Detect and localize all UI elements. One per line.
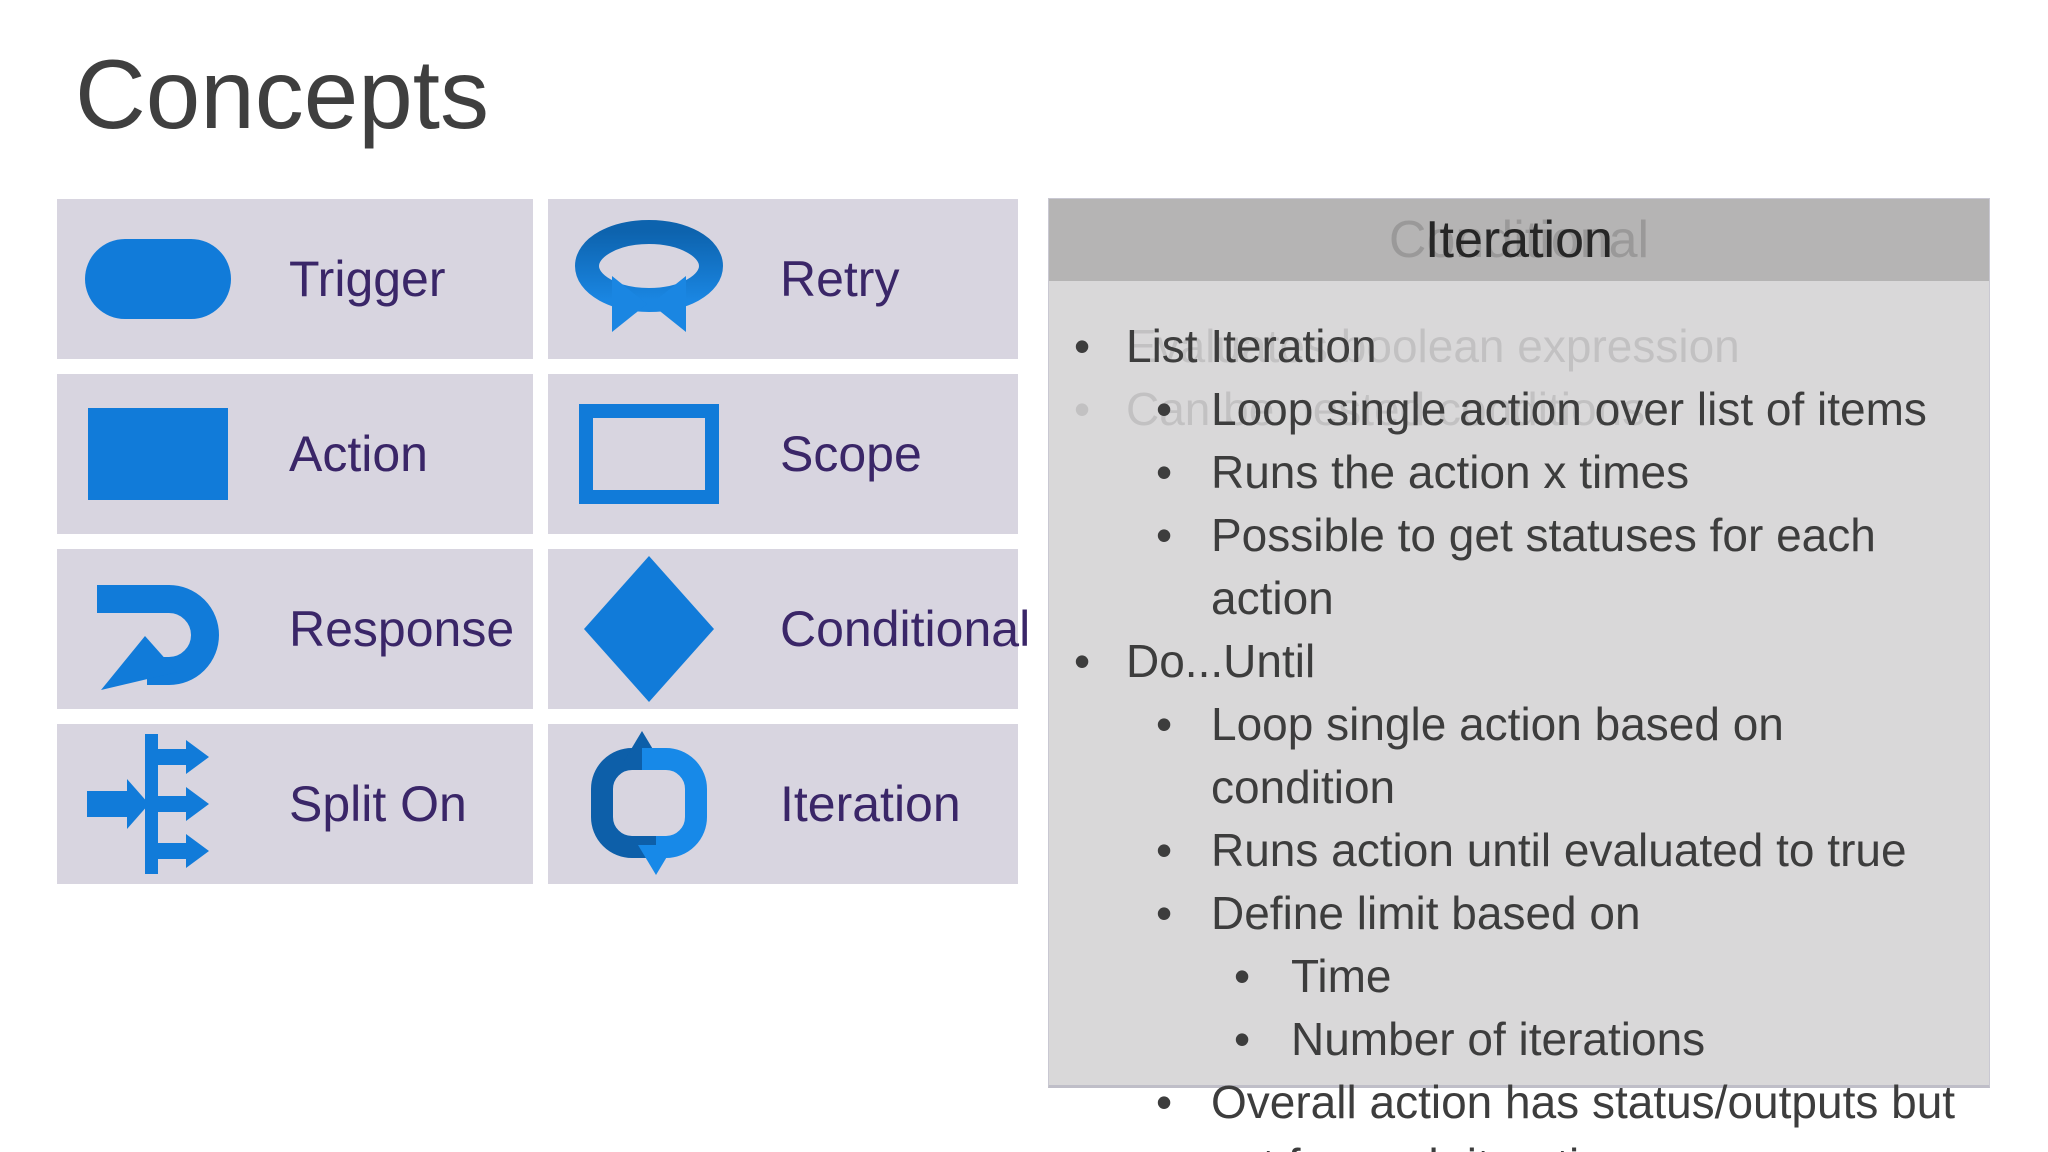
tile-label: Scope xyxy=(780,426,922,482)
conditional-icon xyxy=(584,556,714,702)
panel-header-ghost-title: Conditional xyxy=(1388,211,1650,269)
page-title: Concepts xyxy=(75,39,490,149)
bullet-item: • Overall action has status/outputs but … xyxy=(1049,1071,1989,1152)
bullet-dot: • xyxy=(1156,1076,1173,1128)
tile-conditional: Conditional xyxy=(548,549,1030,709)
bullet-item: • Time xyxy=(1049,945,1989,1008)
trigger-icon xyxy=(85,239,231,319)
tile-label: Response xyxy=(289,601,515,657)
scope-icon xyxy=(579,404,719,504)
tile-label: Retry xyxy=(780,251,900,307)
bullet-item: • Number of iterations xyxy=(1049,1008,1989,1071)
response-icon xyxy=(97,585,219,690)
bullet-dot: • xyxy=(1156,698,1173,750)
tile-label: Iteration xyxy=(780,776,961,832)
bullet-dot: • xyxy=(1234,1013,1251,1065)
tile-scope: Scope xyxy=(548,374,1018,534)
bullet-item: • Runs the action x times xyxy=(1049,441,1989,504)
bullet-item: • Loop single action based on condition xyxy=(1049,693,1989,819)
panel-body: Evaluates boolean expression • Can be ne… xyxy=(1049,281,1989,1152)
tile-label: Trigger xyxy=(289,251,446,307)
tile-split-on: Split On xyxy=(57,724,533,884)
concept-grid: Trigger Retry Action xyxy=(57,199,1030,884)
bullet-item: • Loop single action over list of items xyxy=(1049,378,1989,441)
split-on-icon xyxy=(87,734,209,874)
tile-retry: Retry xyxy=(548,199,1018,359)
tile-label: Split On xyxy=(289,776,467,832)
tile-action: Action xyxy=(57,374,533,534)
action-icon xyxy=(88,408,228,500)
iteration-icon xyxy=(591,731,707,875)
bullet-dot: • xyxy=(1156,824,1173,876)
tile-iteration: Iteration xyxy=(548,724,1018,884)
bullet-item: • Do...Until xyxy=(1049,630,1989,693)
bullet-dot: • xyxy=(1234,950,1251,1002)
iteration-panel: Conditional Iteration Evaluates boolean … xyxy=(1048,198,1990,1152)
bullet-dot: • xyxy=(1074,635,1091,687)
bullet-item: • Runs action until evaluated to true xyxy=(1049,819,1989,882)
bullet-dot: • xyxy=(1156,383,1173,435)
bullet-dot: • xyxy=(1156,509,1173,561)
tile-label: Conditional xyxy=(780,601,1031,657)
bullet-dot: • xyxy=(1156,887,1173,939)
bullet-dot: • xyxy=(1074,320,1091,372)
bullet-item: • List Iteration xyxy=(1049,315,1989,378)
bullet-item: • Define limit based on xyxy=(1049,882,1989,945)
bullet-item: • Possible to get statuses for each acti… xyxy=(1049,504,1989,630)
tile-trigger: Trigger xyxy=(57,199,533,359)
tile-label: Action xyxy=(289,426,428,482)
panel-header-title: Iteration xyxy=(1425,211,1613,269)
panel-header: Conditional Iteration xyxy=(1049,199,1989,281)
retry-icon xyxy=(575,220,723,332)
bullet-dot: • xyxy=(1156,446,1173,498)
tile-response: Response xyxy=(57,549,533,709)
